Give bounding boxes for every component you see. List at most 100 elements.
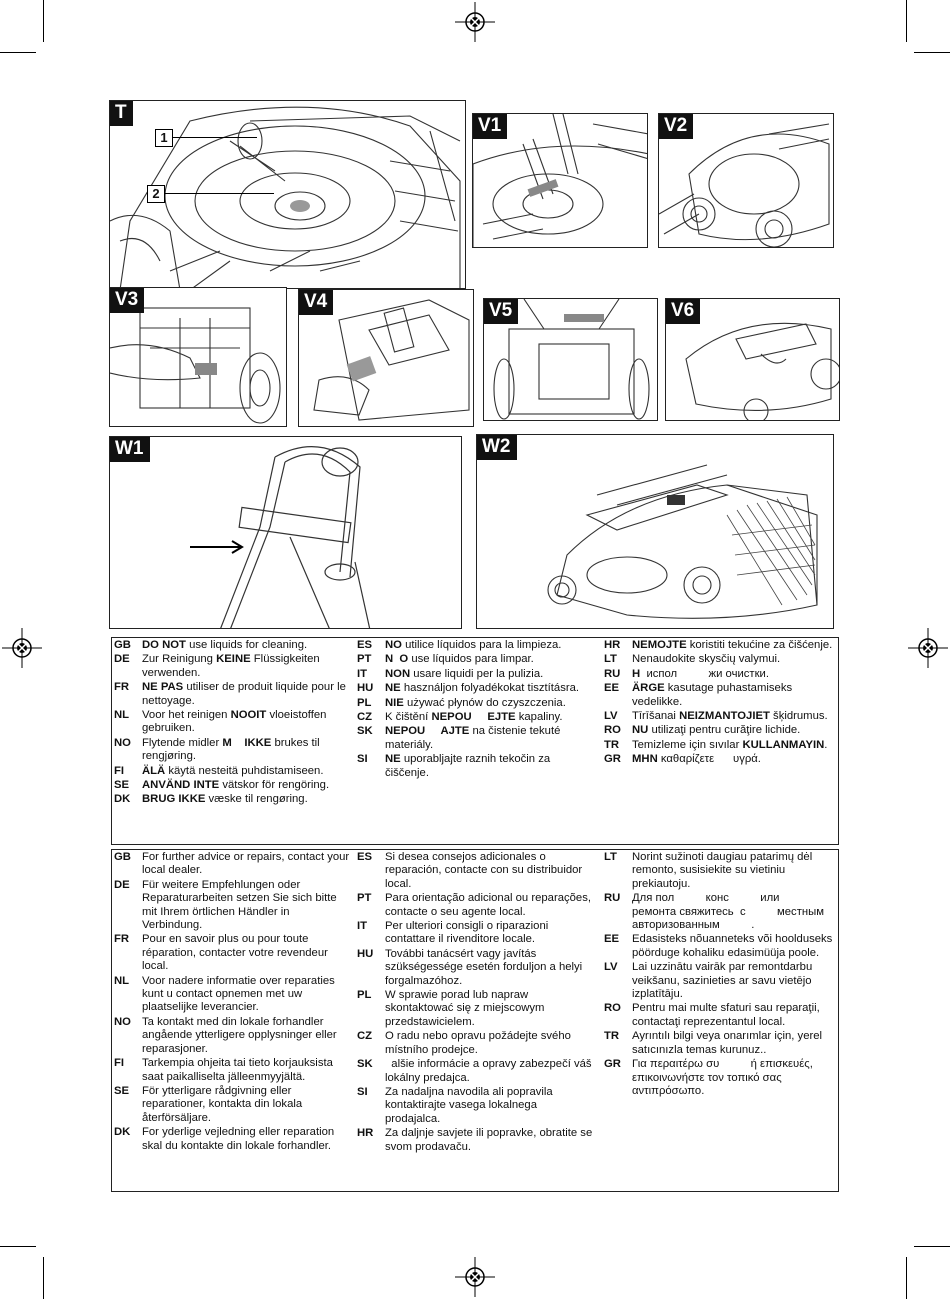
vent-cleaning-illustration — [685, 322, 839, 420]
language-code: PL — [357, 989, 372, 1002]
language-code: PL — [357, 696, 372, 709]
emphasis-text: NON — [385, 667, 411, 680]
panel-label-v4: V4 — [299, 290, 334, 315]
cleaning-text: NEMOJTE koristiti tekućine za čišćenje. — [632, 639, 836, 652]
advice-text: Pentru mai multe sfaturi sau reparaţii, … — [632, 1002, 823, 1028]
cleaning-text: BRUG IKKE væske til rengøring. — [142, 793, 350, 806]
crop-mark — [43, 0, 44, 42]
cleaning-text: DO NOT use liquids for cleaning. — [142, 639, 350, 652]
emphasis-text: NEIZMANTOJIET — [679, 710, 770, 723]
language-code: SI — [357, 753, 368, 766]
language-code: FR — [114, 933, 130, 946]
cleaning-text: N O use líquidos para limpar. — [385, 653, 593, 666]
advice-text: Para orientação adicional ou reparações,… — [385, 892, 595, 918]
advice-text: Pour en savoir plus ou pour toute répara… — [142, 933, 332, 973]
mower-top-cleaning-illustration — [659, 123, 830, 247]
emphasis-text: NEPOU AJTE — [385, 725, 470, 738]
language-code: SK — [357, 1058, 373, 1071]
advice-text: Για περαιτέρω συ ή επισκευές, επικοινωνή… — [632, 1058, 816, 1097]
plain-text: use líquidos para limpar. — [408, 653, 534, 666]
language-code: NL — [114, 709, 130, 722]
language-code: FR — [114, 681, 130, 694]
illustration-panel-v6: V6 — [665, 298, 840, 421]
language-code: NO — [114, 1015, 131, 1028]
language-code: LV — [604, 961, 618, 974]
emphasis-text: NE — [385, 753, 401, 766]
plain-text: šķidrumus. — [769, 710, 828, 723]
emphasis-text: ANVÄND INTE — [142, 779, 220, 792]
advice-text: W sprawie porad lub napraw skontaktować … — [385, 989, 548, 1028]
language-code: DK — [114, 1126, 131, 1139]
panel-label-w2: W2 — [477, 435, 517, 460]
cleaning-entry: TR Temizleme için sıvılar KULLANMAYIN. — [604, 739, 836, 752]
registration-mark-icon — [455, 1257, 495, 1297]
language-code: DE — [114, 653, 130, 666]
cleaning-text: ÄRGE kasutage puhastamiseks vedelikke. — [632, 682, 836, 709]
language-code: TR — [604, 738, 620, 751]
illustration-panel-w2: W2 — [476, 434, 834, 629]
crop-mark — [914, 52, 950, 53]
illustration-panel-t: T 1 2 — [109, 100, 466, 289]
plain-text: Flüssigkeiten verwenden. — [142, 653, 323, 679]
plain-text: uporabljajte raznih tekočin za čiščenje. — [385, 753, 554, 779]
registration-mark-icon — [2, 628, 42, 668]
cleaning-text: NU utilizaţi pentru curăţire lichide. — [632, 724, 836, 737]
language-code: SE — [114, 779, 130, 792]
panel-label-v6: V6 — [666, 299, 701, 324]
language-code: GR — [604, 753, 621, 766]
cleaning-text: NIE używać płynów do czyszczenia. — [385, 697, 593, 710]
brush-cleaning-illustration — [473, 114, 647, 247]
plain-text: brukes til rengjøring. — [142, 736, 323, 763]
language-code: HR — [604, 639, 621, 651]
emphasis-text: ÄRGE — [632, 682, 665, 695]
advice-text: För ytterligare rådgivning eller reparat… — [142, 1084, 306, 1124]
crop-mark — [914, 1246, 950, 1247]
plain-text: vloeistoffen gebruiken. — [142, 709, 330, 735]
grass-box-cleaning-illustration — [313, 299, 470, 421]
language-code: RU — [604, 892, 621, 905]
emphasis-text: KEINE — [216, 653, 251, 666]
language-code: NL — [114, 974, 130, 987]
emphasis-text: DO NOT — [142, 639, 186, 651]
folded-mower-illustration — [547, 464, 818, 619]
registration-mark-icon — [455, 2, 495, 42]
callout-2: 2 — [147, 185, 165, 203]
language-code: LV — [604, 710, 618, 723]
emphasis-text: NU — [632, 724, 649, 737]
emphasis-text: NE — [385, 682, 401, 695]
cleaning-entry: SE ANVÄND INTE vätskor för rengöring. — [114, 779, 350, 792]
advice-text: Ayrıntılı bilgi veya onarımlar için, yer… — [632, 1030, 826, 1056]
plain-text: . — [824, 738, 828, 751]
crop-mark — [906, 1257, 907, 1299]
language-code: CZ — [357, 711, 373, 724]
panel-label-v5: V5 — [484, 299, 519, 324]
plain-text: vätskor för rengöring. — [219, 779, 330, 792]
language-code: HU — [357, 947, 374, 960]
language-code: GR — [604, 1058, 621, 1071]
language-code: HU — [357, 682, 374, 695]
emphasis-text: N O — [385, 653, 409, 666]
advice-entry: PL W sprawie porad lub napraw skontaktowa… — [357, 989, 593, 1029]
advice-text: Norint sužinoti daugiau patarimų dėl rem… — [632, 851, 816, 890]
language-code: ES — [357, 851, 373, 863]
cleaning-text: Temizleme için sıvılar KULLANMAYIN. — [632, 739, 836, 752]
